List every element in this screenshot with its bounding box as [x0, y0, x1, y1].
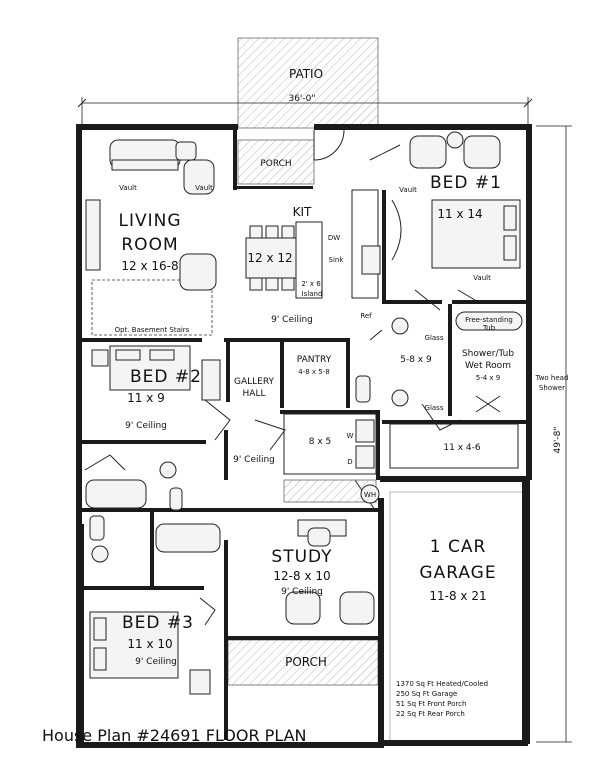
closet-bed1	[389, 423, 519, 469]
study-label: STUDY	[271, 547, 332, 567]
tub-label-2: Tub	[482, 324, 496, 332]
bed1-vault-a: Vault	[399, 186, 417, 194]
two-head-2: Shower	[539, 384, 565, 392]
glass-a: Glass	[425, 334, 444, 342]
laundry-size: 8 x 5	[309, 437, 332, 447]
front-porch-label: PORCH	[285, 655, 327, 669]
right-dimension	[536, 125, 572, 743]
two-head-1: Two head	[535, 374, 569, 382]
bed2-ceiling: 9' Ceiling	[125, 421, 167, 431]
exterior-walls	[76, 124, 532, 748]
bed3-ceiling: 9' Ceiling	[135, 657, 177, 667]
laundry-room	[283, 413, 377, 475]
dryer-label: D	[347, 458, 352, 466]
rear-porch-area	[237, 139, 315, 185]
kitchen-counter	[351, 189, 379, 299]
bed1-label: BED #1	[430, 173, 502, 193]
wetroom-label-1: Shower/Tub	[462, 349, 514, 359]
kit-size: 12 x 12	[247, 251, 292, 265]
pantry-size: 4-8 x 5-8	[298, 368, 329, 376]
study-size: 12-8 x 10	[273, 569, 330, 583]
bed1-size: 11 x 14	[437, 207, 482, 221]
island-label-2: Island	[302, 290, 323, 298]
study-ceiling: 9' Ceiling	[281, 587, 323, 597]
closet1-size: 11 x 4-6	[443, 443, 480, 453]
room-labels: PATIO 36'-0" 49'-8" PORCH LIVING ROOM 12…	[42, 67, 568, 745]
glass-b: Glass	[425, 404, 444, 412]
island-label-1: 2' x 6'	[301, 280, 322, 288]
bed2-label: BED #2	[130, 367, 202, 387]
area-line-3: 51 Sq Ft Front Porch	[396, 700, 466, 708]
living-size: 12 x 16-8	[121, 259, 178, 273]
hall-ceiling: 9' Ceiling	[233, 455, 275, 465]
wetroom-label-2: Wet Room	[465, 361, 511, 371]
rear-porch-label: PORCH	[260, 159, 291, 169]
wetroom-size: 5-4 x 9	[476, 374, 500, 382]
interior-walls	[82, 130, 528, 740]
sink-label: Sink	[329, 256, 345, 264]
garage-label-1: 1 CAR	[430, 537, 487, 557]
bed3-label: BED #3	[122, 613, 194, 633]
garage-size: 11-8 x 21	[429, 589, 486, 603]
kit-label: KIT	[293, 205, 312, 219]
garage-label-2: GARAGE	[419, 563, 496, 583]
bath1-size: 5-8 x 9	[400, 355, 432, 365]
living-label-1: LIVING	[118, 211, 181, 231]
bed2-size: 11 x 9	[127, 391, 165, 405]
basement-stairs-outline	[91, 279, 213, 336]
basement-note: Opt. Basement Stairs	[115, 326, 190, 334]
patio-area	[237, 37, 379, 129]
gallery-label-1: GALLERY	[234, 377, 275, 387]
living-label-2: ROOM	[121, 235, 178, 255]
plan-title: House Plan #24691 FLOOR PLAN	[42, 726, 307, 745]
patio-label: PATIO	[289, 67, 323, 81]
washer-label: W	[347, 432, 354, 440]
area-line-2: 250 Sq Ft Garage	[396, 690, 457, 698]
bed1-vault-b: Vault	[473, 274, 491, 282]
kit-ceiling: 9' Ceiling	[271, 315, 313, 325]
living-vault-a: Vault	[119, 184, 137, 192]
dw-label: DW	[328, 234, 340, 242]
tub-label-1: Free-standing	[465, 316, 513, 324]
furniture	[85, 131, 523, 695]
top-dimension	[77, 97, 533, 125]
front-porch-area	[227, 639, 379, 686]
water-heater-label: WH	[364, 491, 376, 499]
area-line-4: 22 Sq Ft Rear Porch	[396, 710, 465, 718]
overall-width-label: 36'-0"	[288, 94, 315, 104]
ref-label: Ref	[360, 312, 372, 320]
gallery-label-2: HALL	[243, 389, 266, 399]
overall-depth-label: 49'-8"	[553, 426, 563, 453]
bed3-size: 11 x 10	[127, 637, 172, 651]
area-line-1: 1370 Sq Ft Heated/Cooled	[396, 680, 488, 688]
living-vault-b: Vault	[195, 184, 213, 192]
pantry-label: PANTRY	[297, 355, 332, 365]
